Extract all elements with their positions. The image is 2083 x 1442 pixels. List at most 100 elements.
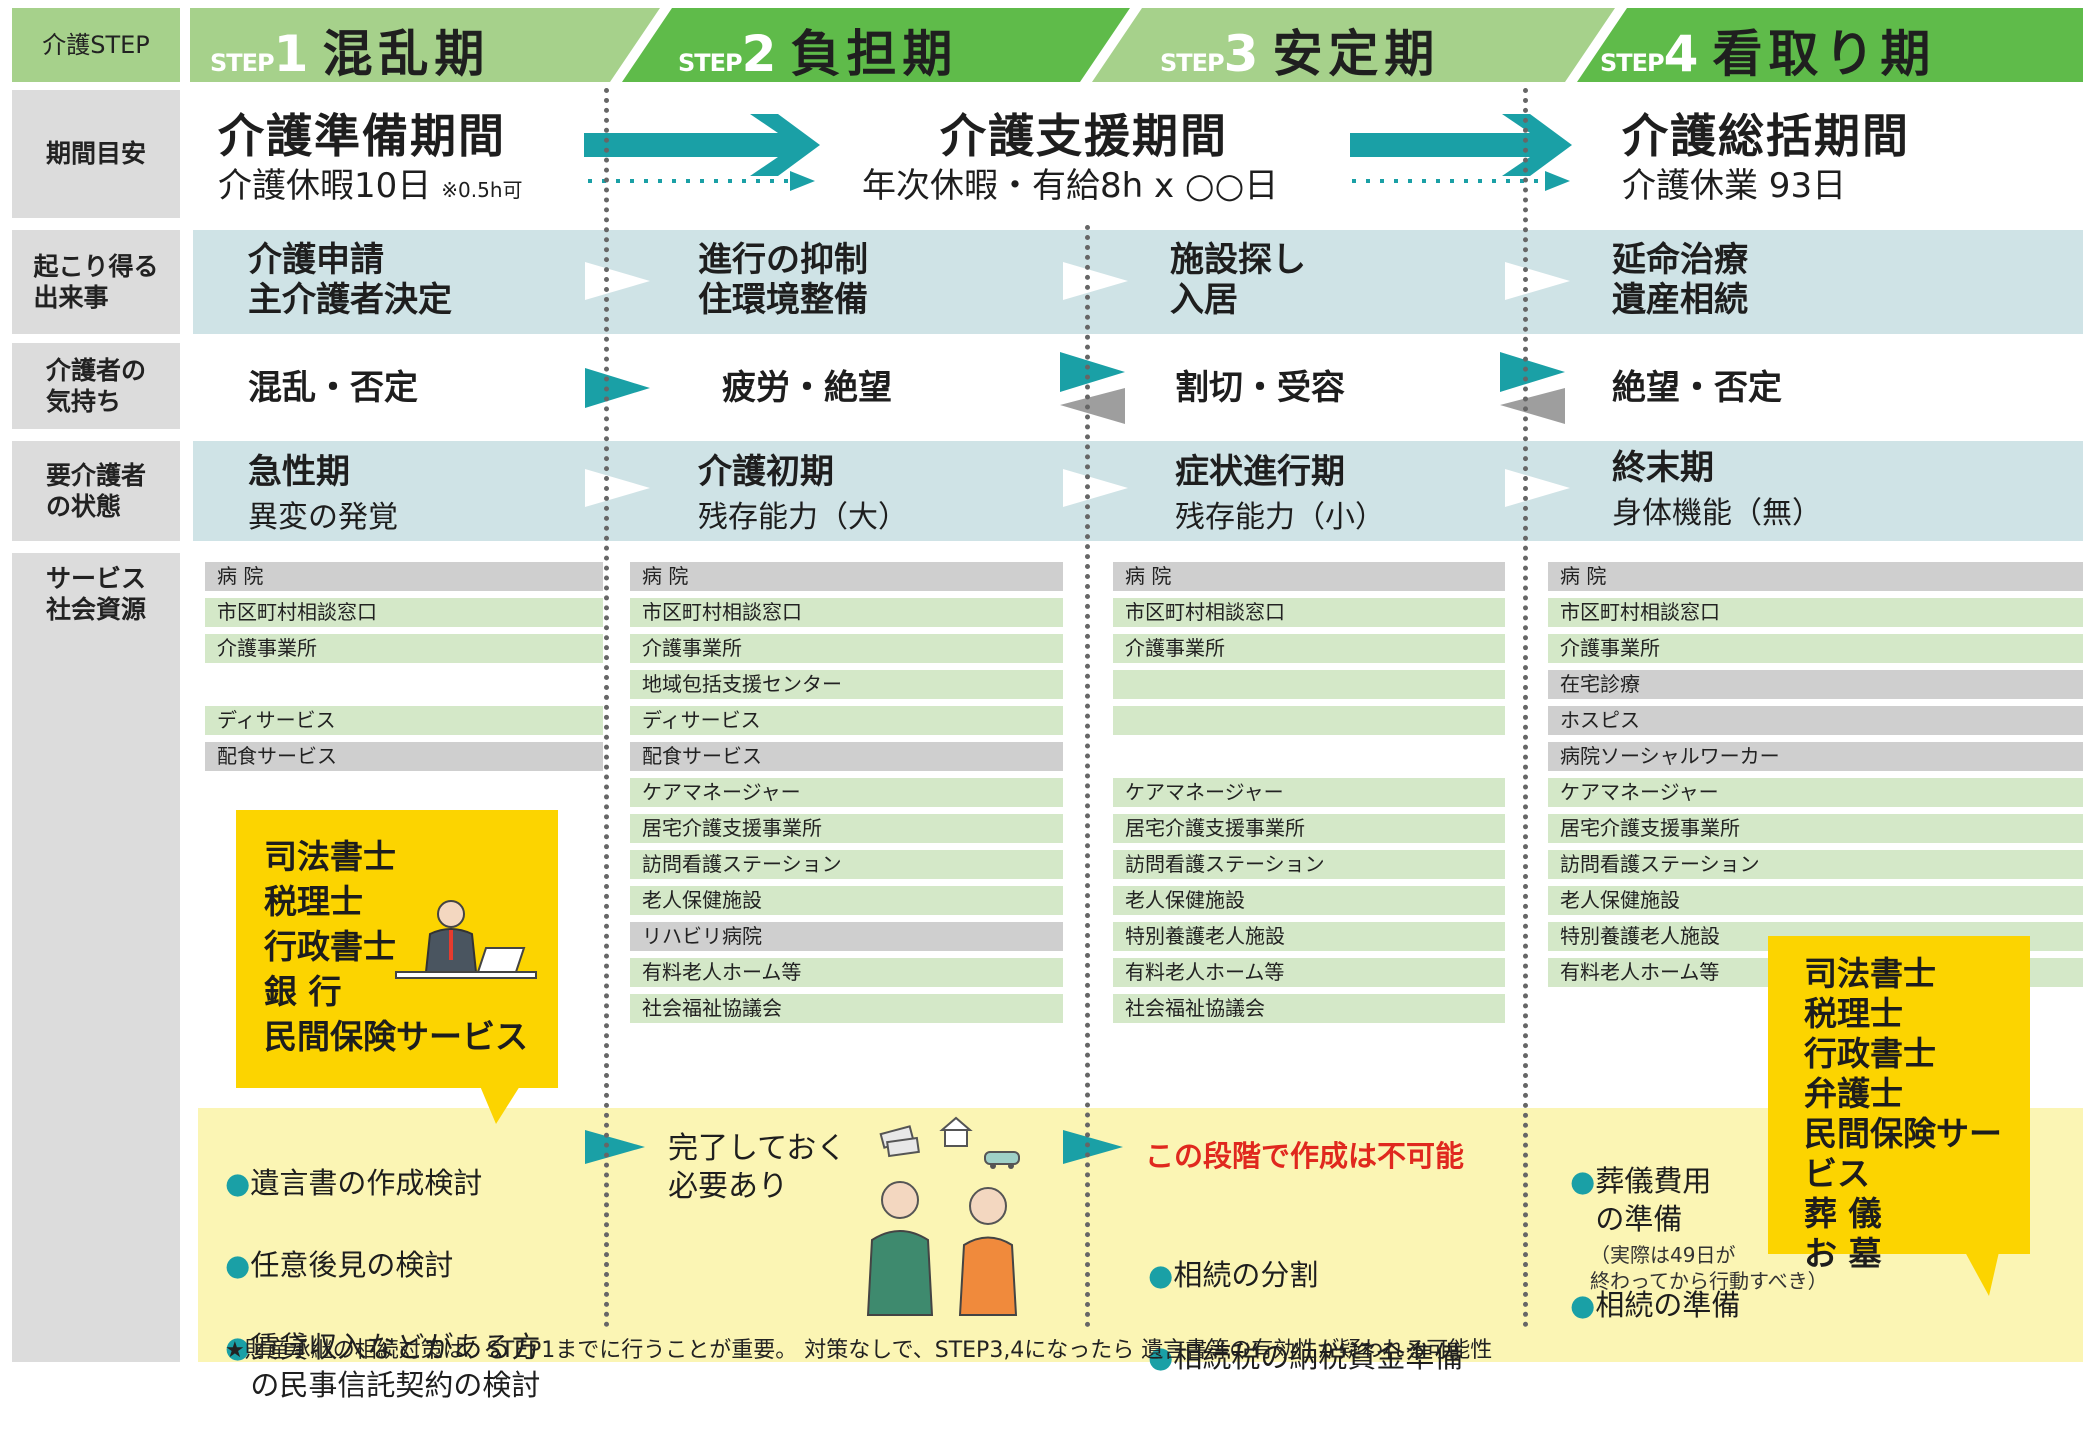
event-step3: 施設探し入居	[1170, 240, 1306, 320]
service-bar: 居宅介護支援事業所	[1113, 814, 1505, 843]
money-icon	[879, 1125, 920, 1158]
service-bar: 訪問看護ステーション	[1548, 850, 2083, 879]
service-bar: 社会福祉協議会	[630, 994, 1063, 1023]
bullet-item: ●相続の分割	[1148, 1258, 1319, 1292]
elderly-man-icon	[866, 1181, 934, 1316]
service-bar: 病 院	[1548, 562, 2083, 591]
teal-triangle-icon	[585, 368, 650, 408]
service-bar: 有料老人ホーム等	[630, 958, 1063, 987]
gray-triangle-icon	[1500, 388, 1565, 424]
white-triangle-icon	[1063, 262, 1128, 300]
row-label-services: サービス 社会資源	[12, 553, 180, 1362]
row-label-feelings: 介護者の 気持ち	[12, 343, 180, 429]
gray-triangle-icon	[1060, 388, 1125, 424]
car-icon	[984, 1151, 1020, 1169]
service-bar: 老人保健施設	[1548, 886, 2083, 915]
teal-triangle-icon	[1063, 1130, 1123, 1164]
service-bar: 病 院	[630, 562, 1063, 591]
experts-box-right: 司法書士 税理士 行政書士 弁護士 民間保険サービス 葬 儀 お 墓	[1768, 936, 2030, 1273]
elderly-woman-icon	[958, 1187, 1018, 1316]
service-bar: 配食サービス	[630, 742, 1063, 771]
teal-triangle-icon	[585, 1130, 645, 1164]
transition-triangles	[585, 262, 1570, 507]
service-bar: ケアマネージャー	[630, 778, 1063, 807]
service-bar: ケアマネージャー	[1548, 778, 2083, 807]
service-bar: ディサービス	[630, 706, 1063, 735]
service-bar: 病 院	[1113, 562, 1505, 591]
service-bar	[1113, 670, 1505, 699]
service-bar: リハビリ病院	[630, 922, 1063, 951]
event-step1: 介護申請主介護者決定	[248, 240, 452, 320]
event-step4: 延命治療遺産相続	[1612, 240, 1748, 320]
bullet-item: ●遺言書の作成検討	[225, 1166, 483, 1200]
period-arrows	[584, 114, 1572, 191]
period-1-note: ※0.5h可	[441, 178, 523, 202]
row-label-period: 期間目安	[12, 90, 180, 218]
state-step4: 終末期身体機能（無）	[1612, 448, 1822, 531]
callout-tail-left	[480, 1086, 520, 1124]
feeling-step4: 絶望・否定	[1612, 368, 1782, 408]
service-bar: 市区町村相談窓口	[1548, 598, 2083, 627]
service-bar: 市区町村相談窓口	[630, 598, 1063, 627]
service-bar: ディサービス	[205, 706, 603, 735]
period-2-title: 介護支援期間	[940, 109, 1228, 163]
white-triangle-icon	[585, 262, 650, 300]
service-bar: 訪問看護ステーション	[1113, 850, 1505, 879]
service-bar: 介護事業所	[205, 634, 603, 663]
separator-line	[1523, 88, 1528, 1328]
experts-box-left: 司法書士 税理士 行政書士 銀 行 民間保険サービス	[236, 810, 558, 1088]
bullet-item: ●葬儀費用 の準備	[1570, 1164, 1712, 1236]
white-triangle-icon	[1505, 469, 1570, 507]
service-bar: 特別養護老人施設	[1113, 922, 1505, 951]
bullet-item: ●任意後見の検討	[225, 1248, 454, 1282]
events-band	[193, 230, 2083, 334]
bottom-col3-warning: この段階で作成は不可能	[1145, 1139, 1465, 1173]
service-bar: 訪問看護ステーション	[630, 850, 1063, 879]
service-bar: 老人保健施設	[1113, 886, 1505, 915]
state-band	[193, 441, 2083, 541]
service-bar: 市区町村相談窓口	[1113, 598, 1505, 627]
service-bar: 社会福祉協議会	[1113, 994, 1505, 1023]
service-bar: 病院ソーシャルワーカー	[1548, 742, 2083, 771]
feeling-step3: 割切・受容	[1175, 368, 1345, 408]
service-bar: 地域包括支援センター	[630, 670, 1063, 699]
service-bar: 市区町村相談窓口	[205, 598, 603, 627]
state-step3: 症状進行期残存能力（小）	[1175, 452, 1385, 535]
bottom-col4-note: （実際は49日が 終わってから行動すべき）	[1590, 1243, 1828, 1293]
house-icon	[939, 1116, 973, 1147]
service-bar: ホスピス	[1548, 706, 2083, 735]
state-step1: 急性期異変の発覚	[248, 452, 398, 535]
footer-note: ★財産承継の相続対策は、STEP1までに行うことが重要。 対策なしで、STEP3…	[225, 1338, 1493, 1363]
bottom-col3-list: ●相続の分割 ●相続税の納税資金準備	[1148, 1218, 1463, 1414]
bottom-col2-text: 完了しておく 必要あり	[668, 1131, 847, 1204]
businessman-illustration	[395, 900, 537, 979]
bottom-arrows	[585, 1130, 1123, 1164]
period-1-title: 介護準備期間	[218, 109, 506, 163]
service-bar: 在宅診療	[1548, 670, 2083, 699]
period-3-sub: 介護休業 93日	[1622, 166, 1847, 206]
service-bar: 介護事業所	[630, 634, 1063, 663]
service-bar	[1113, 706, 1505, 735]
separator-line	[1085, 225, 1090, 1328]
service-bar: 介護事業所	[1113, 634, 1505, 663]
teal-triangle-icon	[1060, 352, 1125, 392]
bottom-col4-list: ●葬儀費用 の準備 ●相続の準備	[1570, 1124, 1740, 1362]
service-bar: 居宅介護支援事業所	[630, 814, 1063, 843]
experts-right-list: 司法書士 税理士 行政書士 弁護士 民間保険サービス 葬 儀 お 墓	[1804, 954, 2002, 1273]
state-step2: 介護初期残存能力（大）	[698, 452, 908, 535]
experts-left-list: 司法書士 税理士 行政書士 銀 行 民間保険サービス	[264, 837, 528, 1056]
service-bar: 居宅介護支援事業所	[1548, 814, 2083, 843]
white-triangle-icon	[585, 469, 650, 507]
service-bar: 有料老人ホーム等	[1113, 958, 1505, 987]
period-3-title: 介護総括期間	[1622, 109, 1910, 163]
feeling-step2: 疲労・絶望	[722, 368, 892, 408]
white-triangle-icon	[1063, 469, 1128, 507]
white-triangle-icon	[1505, 262, 1570, 300]
period-1-sub: 介護休暇10日※0.5h可	[218, 166, 523, 206]
row-label-events: 起こり得る 出来事	[12, 230, 180, 334]
teal-triangle-icon	[1500, 352, 1565, 392]
